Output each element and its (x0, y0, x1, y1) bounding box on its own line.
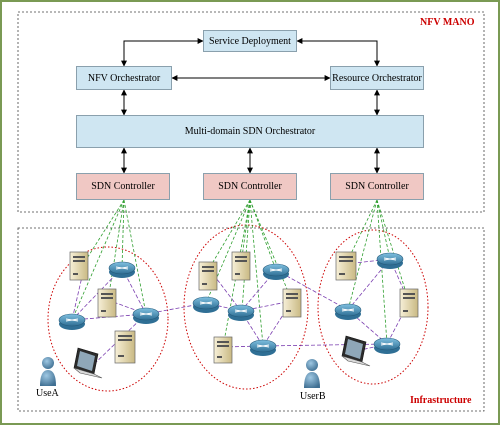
router-icon (227, 304, 255, 321)
mano-arrows (121, 38, 380, 174)
service-deployment-box: Service Deployment (203, 30, 297, 52)
sdn-controller-2: SDN Controller (203, 173, 297, 200)
sdn-controller-1: SDN Controller (76, 173, 170, 200)
resource-orchestrator-box: Resource Orchestrator (330, 66, 424, 90)
router-icon (249, 339, 277, 356)
laptop-icon (73, 347, 103, 379)
router-icon (334, 303, 362, 320)
arrow-sd-ro (296, 38, 380, 67)
server-icon (335, 251, 357, 281)
router-icon (108, 261, 136, 278)
router-icon (373, 337, 401, 354)
server-icon (213, 336, 233, 364)
servers (69, 251, 419, 364)
arrow-sd-nfvo (121, 38, 204, 67)
domain-a-ellipse (47, 246, 169, 392)
sdn-controller-3: SDN Controller (330, 173, 424, 200)
server-icon (198, 261, 218, 291)
user-b-label: UserB (300, 391, 326, 402)
user-a-label: UseA (36, 388, 59, 399)
server-icon (282, 288, 302, 318)
router-icon (192, 296, 220, 313)
server-icon (97, 288, 117, 318)
router-icon (262, 263, 290, 280)
server-icon (399, 288, 419, 318)
routers (58, 252, 404, 356)
mano-region (17, 11, 485, 213)
laptop-icon (341, 335, 371, 367)
multidomain-sdn-orchestrator-box: Multi-domain SDN Orchestrator (76, 115, 424, 148)
user-icon (40, 357, 56, 386)
domain-b-ellipse (183, 224, 309, 390)
infrastructure-region (17, 227, 485, 412)
router-icon (132, 307, 160, 324)
server-icon (114, 330, 136, 364)
domain-c-ellipse (317, 229, 429, 385)
server-icon (231, 251, 251, 281)
router-icon (376, 252, 404, 269)
server-icon (69, 251, 89, 281)
user-icon (304, 359, 320, 388)
router-icon (58, 313, 86, 330)
nfv-orchestrator-box: NFV Orchestrator (76, 66, 172, 90)
nfv-mano-label: NFV MANO (420, 17, 475, 28)
infrastructure-label: Infrastructure (410, 395, 472, 406)
